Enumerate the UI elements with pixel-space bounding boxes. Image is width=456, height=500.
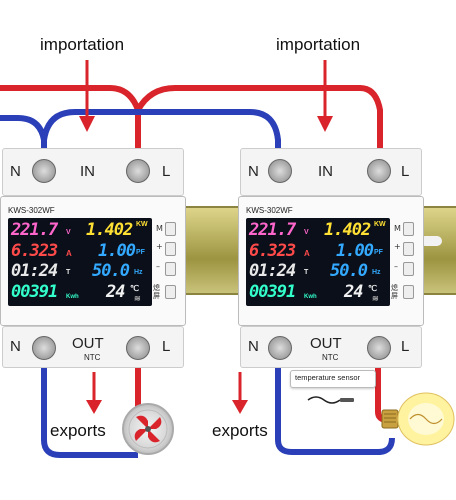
energy-unit: Kwh (66, 294, 79, 300)
terminal-l-label: L (162, 338, 171, 355)
voltage-unit: V (304, 229, 309, 236)
frequency-unit: Hz (134, 269, 143, 276)
screw-icon (126, 159, 150, 183)
power-unit: KW (136, 221, 148, 228)
temperature-unit: ℃ (368, 284, 377, 293)
button-m-label: M (156, 224, 163, 233)
temperature-sensor-box (290, 370, 376, 388)
din-rail-hole (420, 236, 442, 246)
minus-button[interactable] (165, 262, 176, 276)
pf-value: 1.00 (336, 241, 374, 261)
terminal-n-label: N (248, 163, 259, 180)
export-arrow-left (86, 372, 102, 414)
lcd-display: 221.7 V 1.402 KW 6.323 A 1.00 PF 01:24 T… (246, 218, 390, 306)
terminal-l-label: L (162, 163, 171, 180)
voltage-unit: V (66, 229, 71, 236)
terminal-out-label: OUT (310, 335, 342, 352)
power-value: 1.402 (324, 220, 371, 240)
screw-icon (367, 159, 391, 183)
m-button[interactable] (165, 222, 176, 236)
temperature-sensor-label: temperature sensor (295, 373, 361, 382)
button-m-label: M (394, 224, 401, 233)
fan-blades-icon (128, 409, 168, 449)
live-wire-bridge (135, 85, 383, 160)
m-button[interactable] (403, 222, 414, 236)
voltage-value: 221.7 (11, 220, 58, 240)
screw-icon (367, 336, 391, 360)
terminal-l-label: L (401, 163, 410, 180)
plus-button[interactable] (403, 242, 414, 256)
voltage-value: 221.7 (249, 220, 296, 240)
temperature-unit: ℃ (130, 284, 139, 293)
terminal-n-label: N (248, 338, 259, 355)
pf-value: 1.00 (98, 241, 136, 261)
screw-icon (268, 336, 292, 360)
ntc-label: NTC (84, 353, 101, 362)
model-label: KWS-302WF (8, 206, 55, 215)
time-unit: T (304, 269, 309, 276)
temperature-value: 24 (344, 282, 364, 302)
wifi-icon: ≋ (134, 294, 141, 303)
button-plus-label: + (394, 242, 401, 251)
export-arrow-right (232, 372, 248, 414)
exports-label-right: exports (212, 421, 268, 440)
pf-unit: PF (374, 249, 383, 256)
lcd-display: 221.7 V 1.402 KW 6.323 A 1.00 PF 01:24 T… (8, 218, 152, 306)
frequency-value: 50.0 (330, 261, 368, 281)
frequency-value: 50.0 (92, 261, 130, 281)
screw-icon (32, 336, 56, 360)
current-unit: A (304, 249, 310, 258)
time-value: 01:24 (11, 261, 58, 281)
frequency-unit: Hz (372, 269, 381, 276)
model-label: KWS-302WF (246, 206, 293, 215)
temperature-value: 24 (106, 282, 126, 302)
import-label-left: importation (40, 35, 125, 54)
import-arrow-left (79, 60, 95, 132)
terminal-n-label: N (10, 338, 21, 355)
screen-off-button[interactable] (165, 285, 176, 299)
temperature-probe-icon (307, 396, 354, 404)
current-value: 6.323 (11, 241, 58, 261)
energy-meter-left: N IN L KWS-302WF 221.7 V 1.402 KW 6.323 … (0, 148, 186, 370)
terminal-out-label: OUT (72, 335, 104, 352)
button-plus-label: + (156, 242, 163, 251)
neutral-out-right (275, 360, 395, 455)
button-screen-label: 熄屏 (391, 284, 398, 300)
neutral-out-left (41, 360, 138, 458)
button-minus-label: – (156, 262, 160, 271)
power-unit: KW (374, 221, 386, 228)
ntc-label: NTC (322, 353, 339, 362)
energy-value: 00391 (11, 282, 58, 302)
pf-unit: PF (136, 249, 145, 256)
time-value: 01:24 (249, 261, 296, 281)
light-bulb-icon (381, 392, 455, 446)
current-unit: A (66, 249, 72, 258)
energy-value: 00391 (249, 282, 296, 302)
import-arrow-right (317, 60, 333, 132)
exports-label-left: exports (50, 421, 106, 440)
screw-icon (32, 159, 56, 183)
energy-meter-right: N IN L KWS-302WF 221.7 V 1.402 KW 6.323 … (238, 148, 424, 370)
terminal-l-label: L (401, 338, 410, 355)
power-value: 1.402 (86, 220, 133, 240)
neutral-wire-bridge (41, 109, 281, 160)
button-screen-label: 熄屏 (153, 284, 160, 300)
time-unit: T (66, 269, 71, 276)
wifi-icon: ≋ (372, 294, 379, 303)
screw-icon (126, 336, 150, 360)
terminal-n-label: N (10, 163, 21, 180)
button-minus-label: – (394, 262, 398, 271)
terminal-in-label: IN (318, 163, 333, 180)
terminal-in-label: IN (80, 163, 95, 180)
energy-unit: Kwh (304, 294, 317, 300)
plus-button[interactable] (165, 242, 176, 256)
current-value: 6.323 (249, 241, 296, 261)
bottom-terminal-block (240, 326, 422, 368)
screw-icon (268, 159, 292, 183)
import-label-right: importation (276, 35, 361, 54)
minus-button[interactable] (403, 262, 414, 276)
screen-off-button[interactable] (403, 285, 414, 299)
